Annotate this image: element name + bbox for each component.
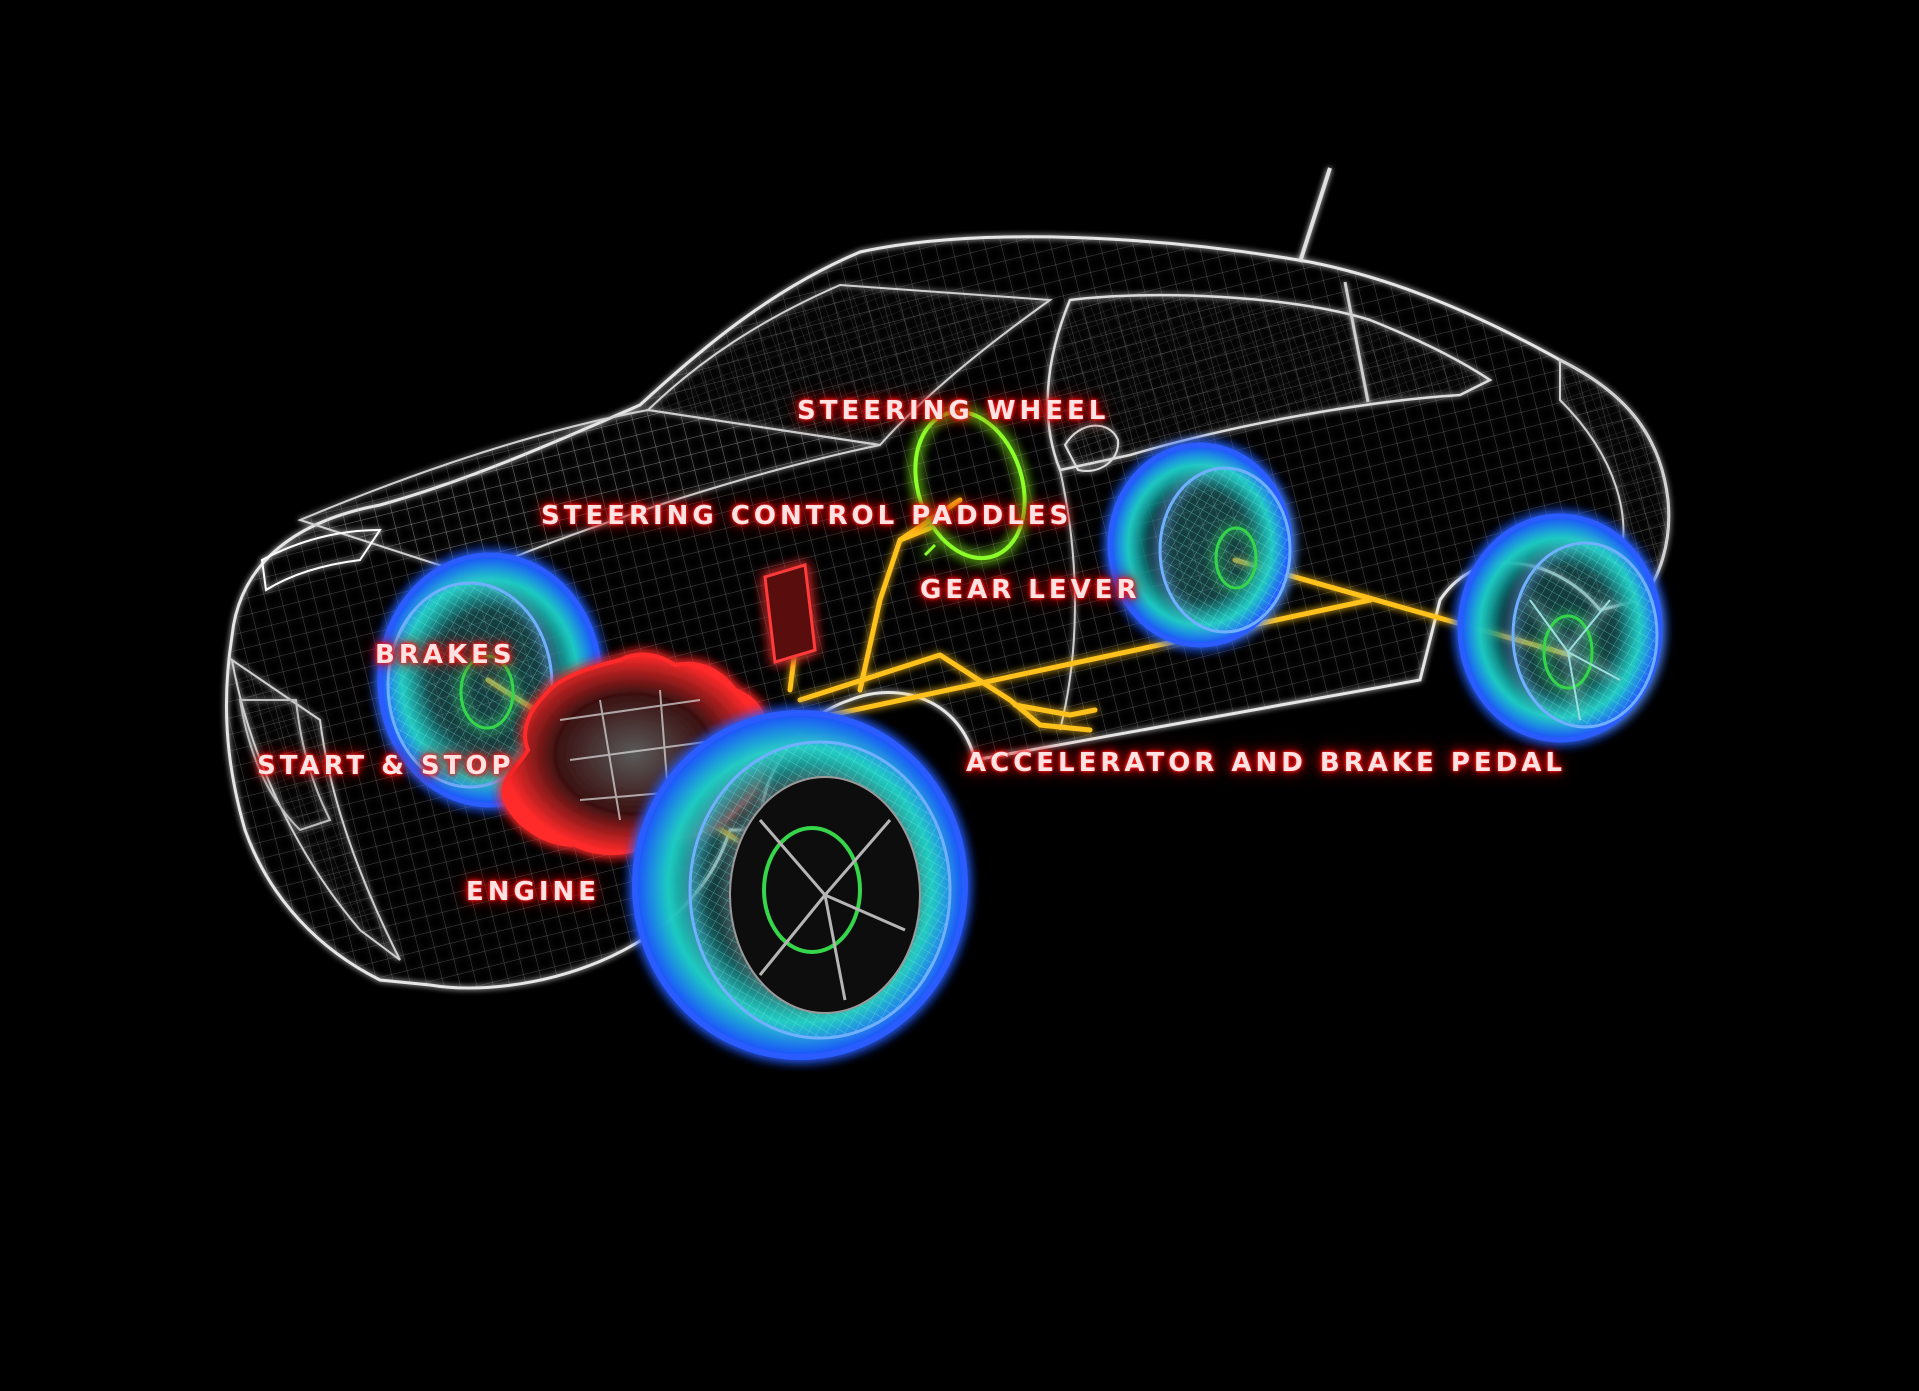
rear-right-tire-inner <box>1511 541 1659 729</box>
label-gear-lever: GEAR LEVER <box>920 575 1141 605</box>
pedal-line <box>797 652 1093 733</box>
front-grille <box>238 699 332 832</box>
pedal-line-2 <box>1012 702 1098 718</box>
steering-wheel-ring <box>913 409 1027 561</box>
front-left-tire-inner <box>386 581 554 789</box>
label-engine: ENGINE <box>466 877 601 907</box>
engine-detail <box>559 689 721 821</box>
front-right-hub-ring <box>762 826 862 954</box>
rear-right-spokes <box>1529 599 1621 721</box>
windshield <box>645 283 1053 447</box>
label-start-stop: START & STOP <box>257 751 515 781</box>
front-left-hub-ring <box>459 654 515 730</box>
door-line <box>1059 469 1076 731</box>
rear-panel <box>1559 358 1670 602</box>
rear-right-wheel <box>1457 513 1663 743</box>
rear-left-wheel <box>1107 442 1293 648</box>
front-right-wheel <box>632 710 968 1060</box>
rear-left-tire-inner <box>1158 466 1292 634</box>
label-accelerator-brake-pedal: ACCELERATOR AND BRAKE PEDAL <box>966 748 1566 778</box>
steering-column <box>923 543 937 557</box>
control-unit <box>763 563 817 664</box>
label-brakes: BRAKES <box>375 640 516 670</box>
antenna <box>1298 167 1332 263</box>
window-pillar <box>1343 281 1370 403</box>
front-bumper <box>230 657 401 961</box>
steering-wheel-outer <box>913 409 1027 561</box>
headlight <box>260 528 382 592</box>
rear-left-hub-ring <box>1214 526 1258 590</box>
side-window <box>1046 293 1493 472</box>
side-mirror <box>1063 424 1120 472</box>
rear-right-hub-ring <box>1542 614 1594 690</box>
gear-lever-line <box>857 525 933 693</box>
front-right-spokes <box>758 819 906 1001</box>
label-steering-wheel: STEERING WHEEL <box>797 396 1110 426</box>
label-steering-control-paddles: STEERING CONTROL PADDLES <box>541 501 1073 531</box>
ecu-box <box>763 563 817 664</box>
hood <box>297 408 881 577</box>
